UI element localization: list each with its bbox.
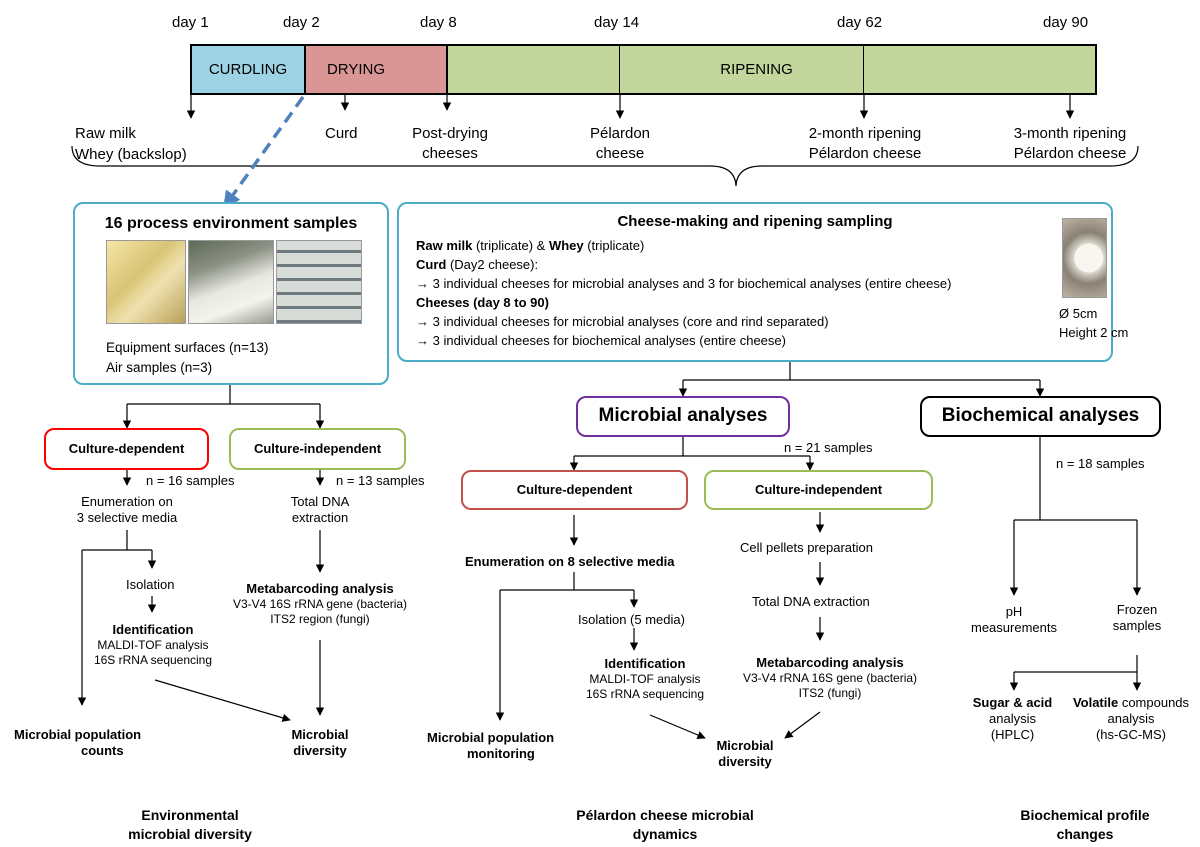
cheese-molds-photo	[106, 240, 186, 324]
pelardon-cheese-photo	[1062, 218, 1107, 298]
environment-samples-box: 16 process environment samples Equipment…	[73, 202, 389, 385]
cheese-box-title: Cheese-making and ripening sampling	[617, 213, 893, 230]
day-label-8: day 8	[420, 14, 457, 31]
micro-culture-independent-box: Culture-independent	[704, 470, 933, 510]
phase-ripening: RIPENING	[446, 44, 1097, 95]
cheeses-item-biochemical: → 3 individual cheeses for biochemical a…	[416, 333, 786, 348]
air-samples-text: Air samples (n=3)	[106, 360, 213, 375]
microbial-analyses-box: Microbial analyses	[576, 396, 790, 437]
env-culture-independent-box: Culture-independent	[229, 428, 406, 470]
environment-box-title: 16 process environment samples	[104, 215, 358, 232]
curd-line: Curd (Day2 cheese):	[416, 257, 539, 272]
micro-enumeration-text: Enumeration on 8 selective media	[465, 554, 675, 569]
sample-curd: Curd	[325, 125, 358, 142]
env-metabarcoding-block: Metabarcoding analysis V3-V4 16S rRNA ge…	[232, 581, 408, 626]
equipment-surfaces-text: Equipment surfaces (n=13)	[106, 340, 269, 355]
env-culture-dependent-box: Culture-dependent	[44, 428, 209, 470]
micro-dna-extraction-text: Total DNA extraction	[752, 594, 870, 609]
env-identification-block: Identification MALDI-TOF analysis 16S rR…	[93, 622, 213, 667]
env-dependent-n: n = 16 samples	[146, 473, 235, 488]
day-label-2: day 2	[283, 14, 320, 31]
cheese-sampling-box: Cheese-making and ripening sampling Raw …	[397, 202, 1128, 362]
micro-culture-dependent-box: Culture-dependent	[461, 470, 688, 510]
day-label-62: day 62	[837, 14, 883, 31]
env-isolation-text: Isolation	[126, 577, 175, 592]
cheese-diameter-text: Ø 5cm	[1059, 306, 1098, 321]
phase-drying: DRYING	[304, 44, 448, 95]
biochemical-n: n = 18 samples	[1056, 456, 1145, 471]
micro-cell-pellets-text: Cell pellets preparation	[740, 540, 873, 555]
volatile-compounds-analysis: Volatile compounds analysis(hs-GC-MS)	[1072, 695, 1190, 742]
raw-milk-whey-line: Raw milk (triplicate) & Whey (triplicate…	[416, 238, 645, 253]
microbial-n: n = 21 samples	[784, 440, 873, 455]
cheese-height-text: Height 2 cm	[1059, 325, 1129, 340]
biochemical-analyses-box: Biochemical analyses	[920, 396, 1161, 437]
micro-identification-block: Identification MALDI-TOF analysis 16S rR…	[585, 656, 705, 701]
micro-metabarcoding-block: Metabarcoding analysis V3-V4 rRNA 16S ge…	[742, 655, 918, 700]
ripening-divider-day14	[619, 46, 620, 93]
micro-isolation-text: Isolation (5 media)	[578, 612, 685, 627]
cheeses-line: Cheeses (day 8 to 90)	[416, 295, 549, 310]
day-label-90: day 90	[1043, 14, 1089, 31]
day-label-1: day 1	[172, 14, 209, 31]
cheeses-item-microbial: → 3 individual cheeses for microbial ana…	[416, 314, 829, 329]
ripening-racks-photo	[276, 240, 362, 324]
day-label-14: day 14	[594, 14, 640, 31]
env-independent-n: n = 13 samples	[336, 473, 425, 488]
sample-whey: Whey (backslop)	[75, 146, 187, 163]
ripening-divider-day62	[863, 46, 864, 93]
curd-item: → 3 individual cheeses for microbial ana…	[416, 276, 952, 291]
cheeses-drying-photo	[188, 240, 274, 324]
sample-raw-milk: Raw milk	[75, 125, 136, 142]
phase-curdling: CURDLING	[190, 44, 306, 95]
